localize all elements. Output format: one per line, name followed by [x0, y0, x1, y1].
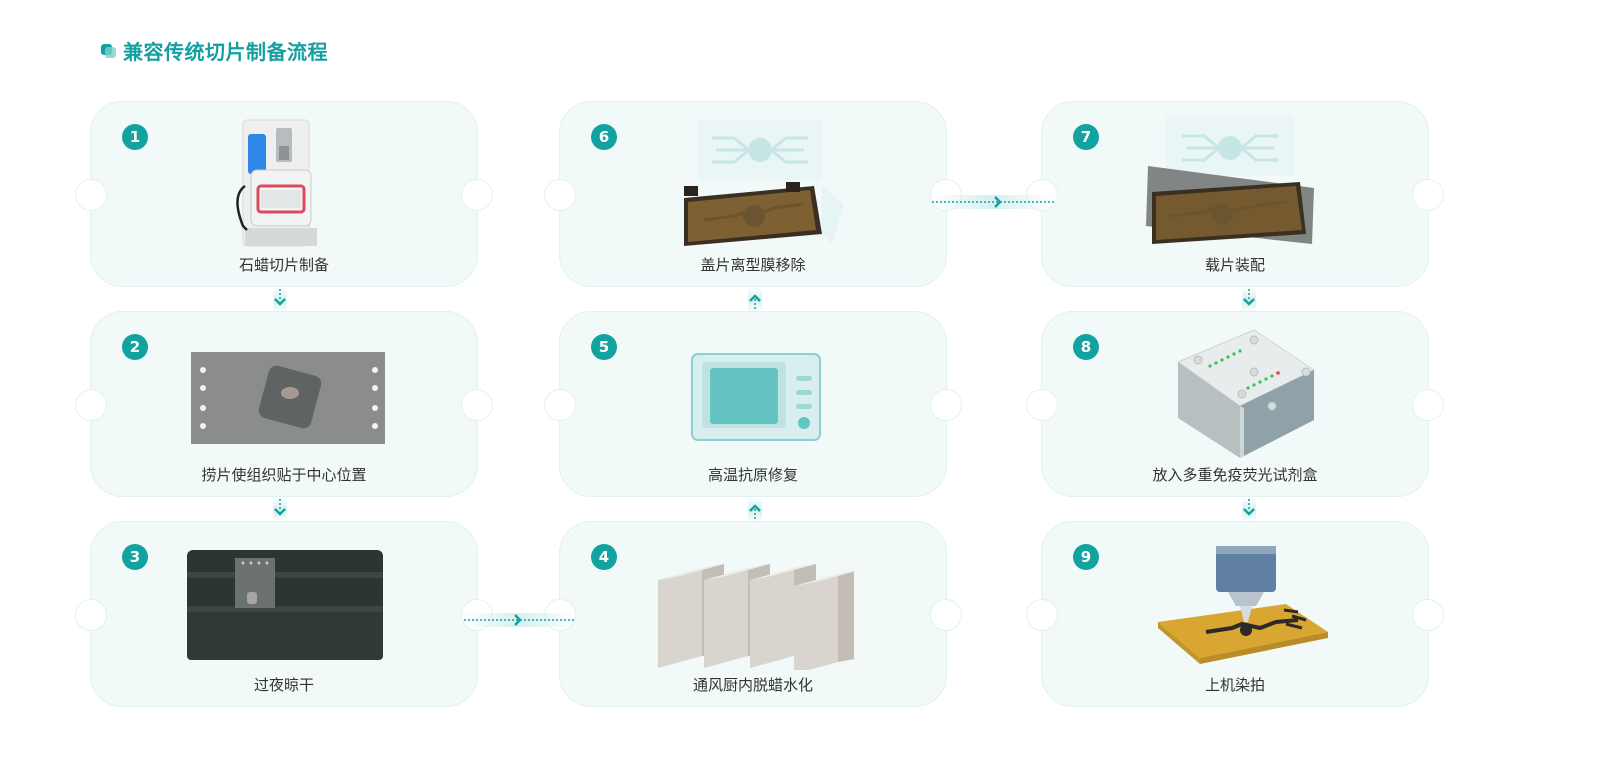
drying-rack-icon: [187, 550, 383, 660]
step-card-9: 9 上机染拍: [1026, 521, 1444, 707]
step-number: 4: [591, 544, 617, 570]
step-label: 过夜晾干: [253, 676, 314, 694]
imaging-machine-icon: [1158, 546, 1328, 664]
flow-arrow-down-icon: [273, 497, 287, 523]
step-label: 盖片离型膜移除: [700, 256, 806, 274]
slide-tissue-icon: [191, 352, 385, 444]
coverslip-chip-icon: [684, 120, 844, 246]
flow-arrow-right-icon: [930, 195, 1056, 209]
flow-arrow-up-icon: [748, 497, 762, 523]
step-number: 5: [591, 334, 617, 360]
step-label: 放入多重免疫荧光试剂盒: [1152, 466, 1318, 484]
step-number: 8: [1073, 334, 1099, 360]
step-card-7: 7 载片装配: [1026, 101, 1444, 287]
staining-jars-icon: [658, 564, 854, 670]
step-label: 高温抗原修复: [707, 466, 798, 484]
microwave-icon: [691, 353, 821, 441]
page-title: 兼容传统切片制备流程: [101, 36, 328, 65]
reagent-cartridge-icon: [1176, 329, 1316, 458]
step-card-6: 6 盖片离型膜移除: [544, 101, 962, 287]
step-number: 6: [591, 124, 617, 150]
flow-arrow-down-icon: [1242, 287, 1256, 313]
flow-arrow-right-icon: [462, 613, 576, 627]
microtome-icon: [236, 119, 317, 247]
flow-arrow-up-icon: [748, 287, 762, 313]
slide-assembly-icon: [1146, 116, 1314, 244]
step-number: 1: [122, 124, 148, 150]
step-number: 3: [122, 544, 148, 570]
step-number: 9: [1073, 544, 1099, 570]
step-card-1: 1 石蜡切片制备: [75, 101, 493, 287]
step-card-8: 8 放入多重免疫荧光试剂盒: [1026, 311, 1444, 497]
step-label: 上机染拍: [1204, 676, 1265, 694]
step-card-5: 5 高温抗原修复: [544, 311, 962, 497]
flow-arrow-down-icon: [273, 287, 287, 313]
step-label: 通风厨内脱蜡水化: [692, 676, 813, 694]
step-label: 石蜡切片制备: [238, 256, 329, 274]
step-number: 2: [122, 334, 148, 360]
step-card-2: 2 捞片使组织贴于中心位置: [75, 311, 493, 497]
step-card-4: 4 通风厨内脱蜡水化: [544, 521, 962, 707]
flow-arrow-down-icon: [1242, 497, 1256, 523]
step-label: 捞片使组织贴于中心位置: [201, 466, 367, 484]
step-label: 载片装配: [1204, 256, 1265, 274]
title-text: 兼容传统切片制备流程: [123, 40, 328, 64]
step-number: 7: [1073, 124, 1099, 150]
step-card-3: 3 过夜晾干: [75, 521, 493, 707]
title-marker-icon: [101, 43, 117, 59]
